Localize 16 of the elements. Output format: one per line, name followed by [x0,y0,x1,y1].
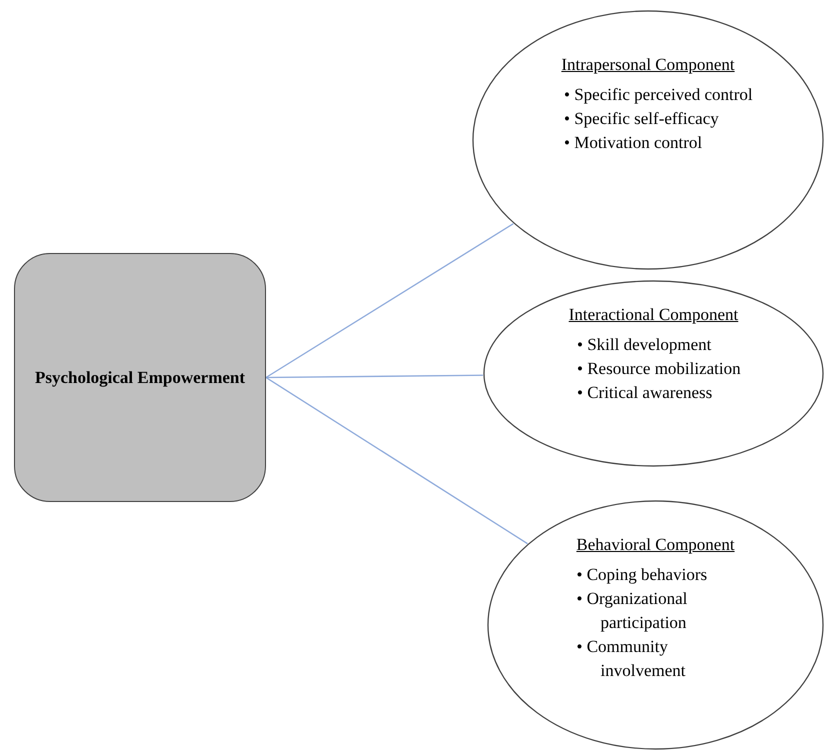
connector-line [266,223,514,378]
bullet-item: • Critical awareness [577,382,714,404]
bullet-item: • Coping behaviors [576,564,708,586]
bullet-item: • Community involvement [576,636,686,682]
bullet-item: • Motivation control [564,132,704,154]
component-heading: Intrapersonal Component [561,55,735,75]
component-heading: Interactional Component [568,305,738,325]
bullet-item: • Skill development [577,334,712,356]
connector-line [266,374,484,378]
bullet-item: • Specific self-efficacy [564,108,720,130]
component-heading: Behavioral Component [576,535,735,555]
bullet-item: • Specific perceived control [564,84,754,106]
bullet-item: • Organizational participation [576,588,688,634]
rounded-box: Psychological Empowerment [14,253,266,502]
connector-line [266,376,528,544]
bullet-item: • Resource mobilization [577,358,742,380]
